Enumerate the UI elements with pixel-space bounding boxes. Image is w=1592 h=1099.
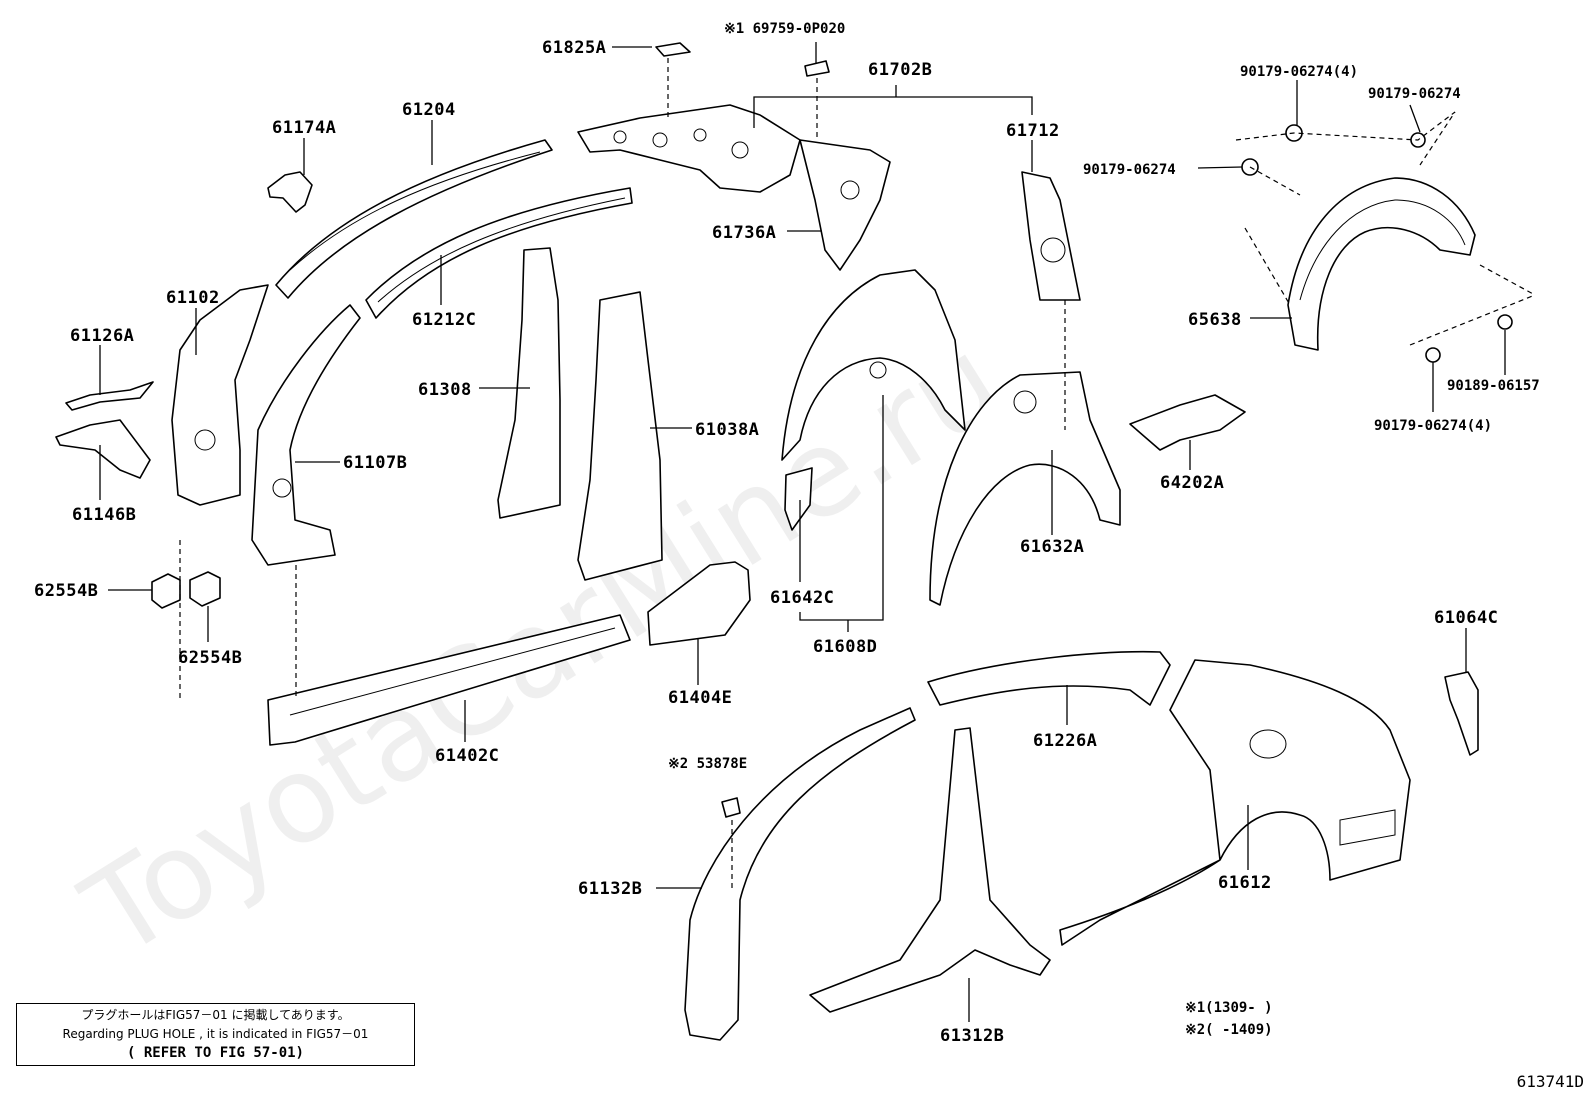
- note-reference[interactable]: ( REFER TO FIG 57-01): [126, 1045, 304, 1061]
- footnote-2: ※2( -1409): [1185, 1022, 1273, 1038]
- part-61038A[interactable]: [577, 291, 663, 581]
- label-61102: 61102: [166, 288, 220, 308]
- label-61736A: 61736A: [712, 223, 776, 243]
- part-61126A[interactable]: [65, 381, 154, 411]
- label-61402C: 61402C: [435, 746, 499, 766]
- label-61204: 61204: [402, 100, 456, 120]
- label-61642C: 61642C: [770, 588, 834, 608]
- label-61107B: 61107B: [343, 453, 407, 473]
- part-61174A[interactable]: [267, 171, 313, 213]
- note-line-en: Regarding PLUG HOLE , it is indicated in…: [62, 1027, 369, 1041]
- part-61102[interactable]: [171, 284, 269, 506]
- label-61404E: 61404E: [668, 688, 732, 708]
- part-61064C[interactable]: [1444, 671, 1479, 756]
- part-61736A[interactable]: [799, 139, 891, 271]
- part-61312B[interactable]: [809, 727, 1051, 1013]
- label-61226A: 61226A: [1033, 731, 1097, 751]
- part-61132B[interactable]: [684, 707, 916, 1041]
- label-61312B: 61312B: [940, 1026, 1004, 1046]
- label-61612: 61612: [1218, 873, 1272, 893]
- part-61404E[interactable]: [647, 561, 751, 646]
- part-61308[interactable]: [497, 247, 561, 519]
- label-62554B-a: 62554B: [34, 581, 98, 601]
- footnote-1: ※1(1309- ): [1185, 1000, 1273, 1016]
- note-line-jp: プラグホールはFIG57－01 に掲載してあります。: [81, 1008, 350, 1022]
- label-90179-06274-left: 90179-06274: [1083, 162, 1176, 178]
- part-61825A[interactable]: [655, 42, 691, 57]
- part-65638[interactable]: [1287, 177, 1476, 351]
- label-61608D: 61608D: [813, 637, 877, 657]
- part-quarter-inner-upper[interactable]: [577, 104, 801, 193]
- part-61402C[interactable]: [267, 614, 631, 746]
- label-61146B: 61146B: [72, 505, 136, 525]
- label-61308: 61308: [418, 380, 472, 400]
- label-90179-06274-4-bottom: 90179-06274(4): [1374, 418, 1492, 434]
- label-90179-06274-4-top: 90179-06274(4): [1240, 64, 1358, 80]
- label-90179-06274-right: 90179-06274: [1368, 86, 1461, 102]
- label-69759-0P020: ※1 69759-0P020: [724, 21, 845, 37]
- part-61146B[interactable]: [55, 419, 151, 479]
- label-65638: 65638: [1188, 310, 1242, 330]
- part-61107B[interactable]: [251, 304, 361, 566]
- label-62554B-b: 62554B: [178, 648, 242, 668]
- part-64202A[interactable]: [1129, 394, 1246, 451]
- clip-90189-06157[interactable]: [1497, 314, 1513, 330]
- label-64202A: 64202A: [1160, 473, 1224, 493]
- label-61825A: 61825A: [542, 38, 606, 58]
- label-90189-06157: 90189-06157: [1447, 378, 1540, 394]
- label-61038A: 61038A: [695, 420, 759, 440]
- part-61712[interactable]: [1021, 171, 1081, 301]
- label-61132B: 61132B: [578, 879, 642, 899]
- figure-id: 613741D: [1516, 1072, 1584, 1091]
- label-61126A: 61126A: [70, 326, 134, 346]
- part-61612[interactable]: [1059, 659, 1411, 946]
- plug-hole-note: プラグホールはFIG57－01 に掲載してあります。 Regarding PLU…: [16, 1003, 415, 1066]
- part-61642C[interactable]: [784, 467, 813, 531]
- part-62554B-b[interactable]: [189, 571, 221, 607]
- label-61632A: 61632A: [1020, 537, 1084, 557]
- label-61702B: 61702B: [868, 60, 932, 80]
- part-61212C[interactable]: [365, 187, 633, 319]
- part-61608D-wheelhouse-inner[interactable]: [781, 269, 966, 461]
- part-62554B-a[interactable]: [151, 573, 181, 609]
- part-61226A[interactable]: [927, 650, 1171, 706]
- part-53878E[interactable]: [721, 797, 741, 818]
- part-69759-0P020[interactable]: [804, 60, 830, 77]
- label-61174A: 61174A: [272, 118, 336, 138]
- clip-90179-06274-d[interactable]: [1425, 347, 1441, 363]
- label-53878E: ※2 53878E: [668, 756, 747, 772]
- label-61712: 61712: [1006, 121, 1060, 141]
- label-61212C: 61212C: [412, 310, 476, 330]
- part-61632A[interactable]: [929, 371, 1121, 606]
- label-61064C: 61064C: [1434, 608, 1498, 628]
